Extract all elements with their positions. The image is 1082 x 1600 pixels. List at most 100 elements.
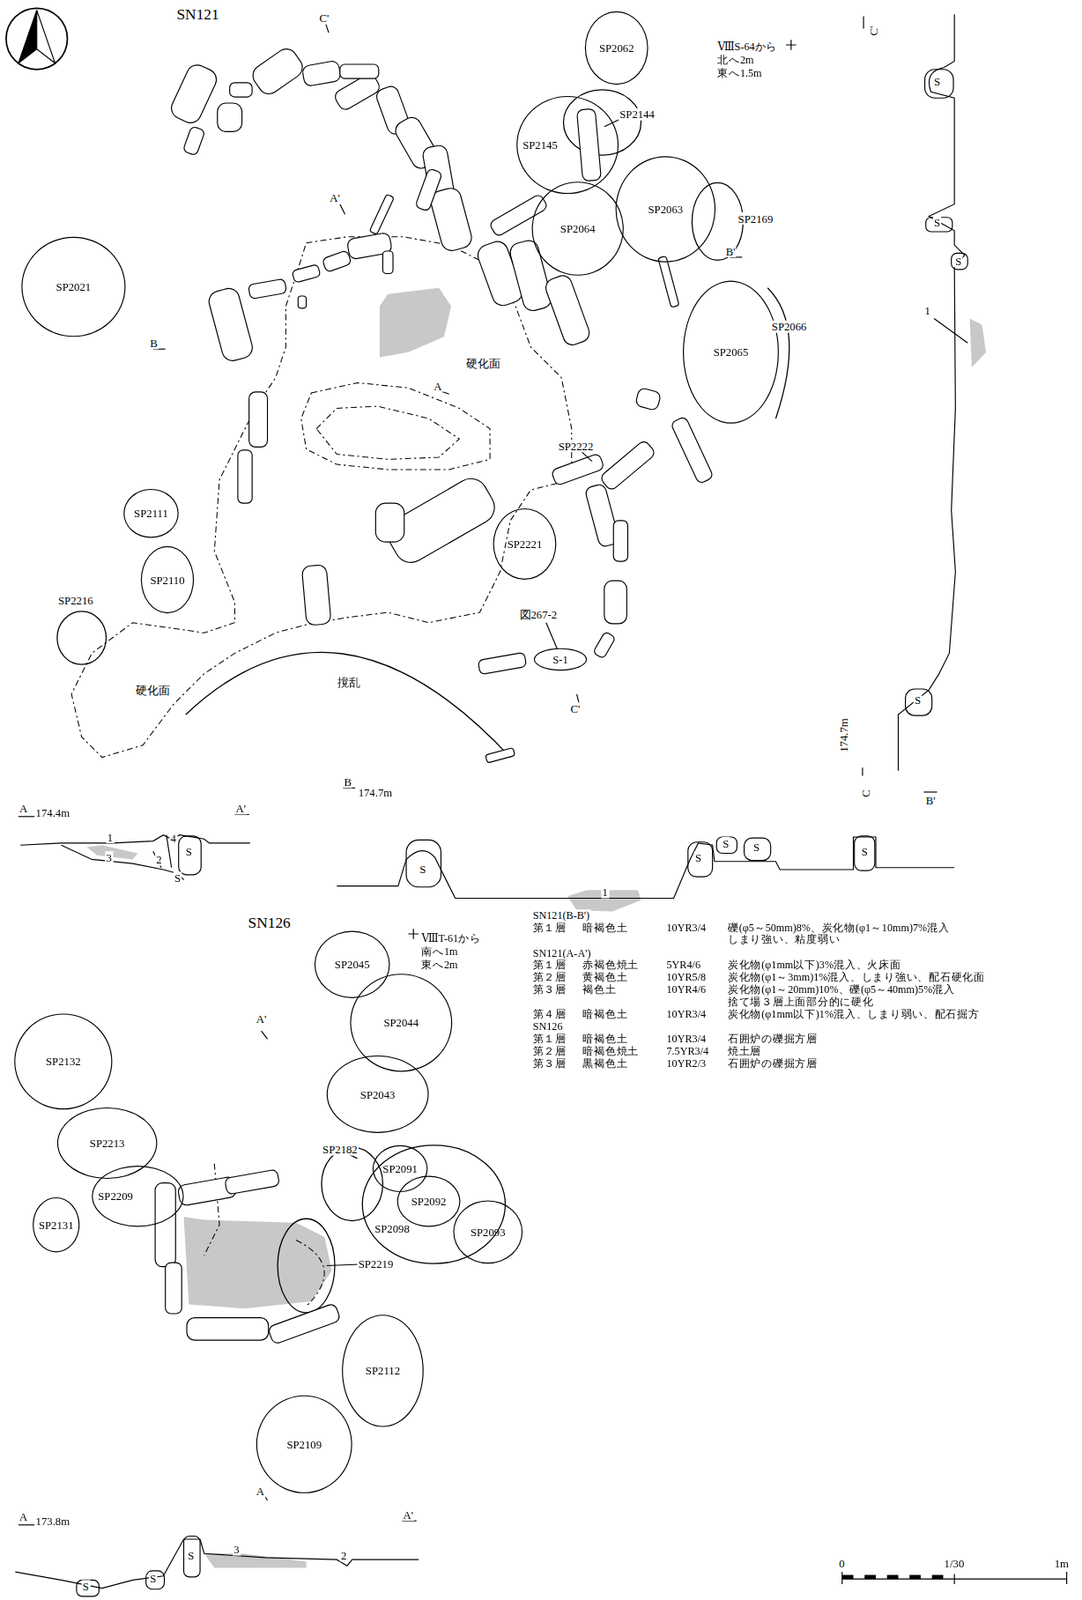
stone	[165, 1262, 183, 1314]
stone	[688, 842, 713, 877]
layer-note: 暗褐色土	[581, 1008, 629, 1021]
stone	[186, 1318, 269, 1341]
plan-label: C	[859, 788, 872, 799]
hardened-surface	[71, 237, 572, 758]
pit-outline: SP2063	[615, 155, 717, 262]
stone	[301, 59, 341, 87]
pit-outline: SP2132	[14, 1013, 112, 1110]
pit-outline	[691, 182, 743, 260]
plan-label: 硬化面	[134, 683, 171, 697]
stone	[165, 1262, 183, 1314]
stone	[182, 125, 206, 156]
stone	[599, 439, 657, 492]
stone	[599, 439, 657, 492]
layer-note: 第１層	[532, 959, 569, 971]
pit-outline: SP2110	[140, 546, 194, 614]
north-arrow	[37, 10, 56, 64]
plan-label: 東へ1.5m	[716, 66, 763, 79]
plan-label: 南へ1m	[420, 946, 459, 958]
layer-note: 10YR4/6	[665, 984, 707, 996]
stone	[340, 64, 379, 79]
layer-note: 炭化物(φ1～3mm)1%混入、しまり強い、配石硬化面	[726, 971, 986, 984]
stone	[217, 103, 243, 132]
pit-outline: S-1	[533, 648, 587, 671]
plan-label: B'	[925, 793, 937, 807]
stone	[542, 273, 592, 348]
plan-label: SP2098	[373, 1222, 411, 1236]
stone	[237, 450, 252, 504]
stone	[951, 252, 969, 270]
stone	[249, 392, 268, 448]
stone	[489, 193, 549, 238]
pit-outline: SP2065	[682, 281, 779, 424]
pit-outline: SP2209	[91, 1165, 184, 1228]
stone	[428, 185, 475, 253]
stone	[178, 836, 201, 875]
stone	[550, 452, 605, 486]
pit-outline: SP2045	[314, 931, 391, 999]
plan-label: 北へ2m	[716, 53, 755, 66]
plan-label: 3	[232, 1543, 241, 1557]
section-line	[61, 844, 185, 880]
scale-bar	[842, 1575, 854, 1580]
layer-note: 石囲炉の礫掘方層	[726, 1032, 819, 1045]
stone	[905, 689, 933, 716]
pit-outline: SP2112	[341, 1314, 424, 1427]
plan-label: S	[148, 1571, 157, 1585]
stone	[635, 387, 662, 412]
pit-outline: SP2145	[516, 96, 619, 194]
pit-outline: SP2221	[493, 508, 557, 580]
section-line	[340, 204, 346, 215]
stone	[550, 452, 605, 486]
pit-outline: SP2109	[256, 1395, 353, 1494]
plan-label: SN121	[175, 6, 221, 23]
layer-note: 暗褐色土	[581, 1032, 629, 1045]
stone	[301, 564, 332, 626]
stone	[577, 108, 602, 182]
pit-number: SP2131	[38, 1218, 75, 1231]
stone	[229, 82, 252, 97]
layer-note: 礫(φ5～50mm)8%、炭化物(φ1～10mm)7%混入	[726, 921, 951, 934]
stone	[224, 1169, 281, 1195]
pit-outline: SP2213	[57, 1107, 158, 1179]
pit-number: SP2145	[522, 139, 558, 152]
stone	[321, 250, 352, 274]
plan-label: A'	[234, 802, 247, 816]
plan-label: A'	[328, 192, 341, 205]
stone	[951, 252, 969, 270]
stone	[369, 193, 394, 235]
stone	[428, 185, 475, 253]
hardened-surface	[204, 1163, 220, 1256]
burnt-soil	[379, 288, 452, 358]
section-line	[336, 837, 955, 899]
pit-number: SP2132	[45, 1055, 82, 1068]
pit-number: SP2043	[360, 1088, 396, 1101]
stone	[477, 652, 527, 675]
stone	[249, 392, 268, 448]
stone	[369, 193, 394, 235]
section-line	[863, 16, 865, 30]
stone	[76, 1579, 99, 1597]
pit-outline	[362, 1145, 505, 1264]
pit-outline: SP2043	[326, 1055, 430, 1134]
section-line	[861, 767, 863, 776]
layer-note: 5YR4/6	[665, 959, 702, 971]
stone	[237, 450, 252, 504]
stone	[744, 837, 771, 860]
plan-label: A'	[401, 1508, 415, 1521]
section-line	[261, 1030, 268, 1039]
layer-note: 赤褐色焼土	[581, 959, 640, 971]
plan-label: S	[913, 694, 922, 707]
pit-number: SP2064	[560, 222, 596, 235]
stone	[658, 256, 680, 308]
plan-label: S	[933, 216, 942, 230]
pit-number: S-1	[552, 652, 569, 666]
layer-note: 褐色土	[581, 984, 618, 996]
section-line	[407, 928, 419, 940]
stone	[485, 748, 516, 764]
plan-label: SP2169	[736, 212, 774, 225]
plan-label: 1	[105, 830, 114, 844]
layer-note: 第１層	[532, 1032, 569, 1045]
plan-label: 4	[169, 831, 178, 845]
stone	[155, 1183, 176, 1268]
